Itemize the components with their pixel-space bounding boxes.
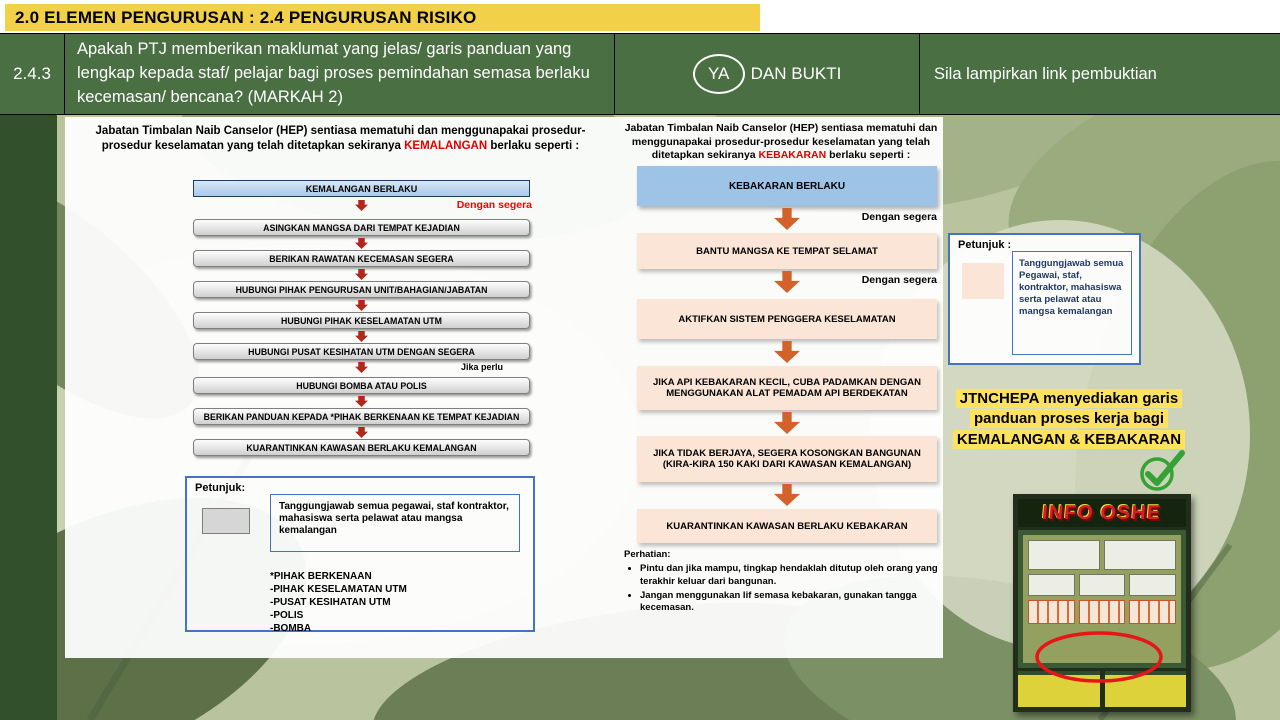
arrow-down-icon [355,362,368,373]
flow-step: JIKA API KEBAKARAN KECIL, CUBA PADAMKAN … [637,366,937,410]
arrow-down-icon [355,269,368,280]
legend-swatch [202,508,250,534]
caution-list: Pintu dan jika mampu, tingkap hendaklah … [640,563,946,614]
legend-title: Petunjuk : [958,239,1012,251]
notice-card [1104,540,1176,570]
legend-note: *PIHAK BERKENAAN [270,571,372,582]
accident-intro: Jabatan Timbalan Naib Canselor (HEP) sen… [88,124,593,154]
jtnchepa-callout: JTNCHEPA menyediakan garis panduan prose… [952,389,1186,450]
legend-note: -BOMBA [270,623,312,634]
legend-notes: *PIHAK BERKENAAN -PIHAK KESELAMATAN UTM … [270,570,407,635]
notice-card-row [1028,574,1177,596]
accident-intro-keyword: KEMALANGAN [404,139,488,152]
title-bar: 2.0 ELEMEN PENGURUSAN : 2.4 PENGURUSAN R… [5,4,760,31]
flow-step: HUBUNGI PIHAK PENGURUSAN UNIT/BAHAGIAN/J… [193,281,530,298]
accident-legend-box: Petunjuk: Tanggungjawab semua pegawai, s… [185,476,535,635]
legend-text-box: Tanggungjawab semua Pegawai, staf, kontr… [1012,251,1132,355]
arrow-down-icon [355,396,368,407]
flow-step: KUARANTINKAN KAWASAN BERLAKU KEBAKARAN [637,509,937,543]
arrow-down-icon [355,200,368,211]
notice-card [1078,574,1126,596]
caution-item: Jangan menggunakan lif semasa kebakaran,… [640,590,946,615]
flow-step: JIKA TIDAK BERJAYA, SEGERA KOSONGKAN BAN… [637,436,937,482]
photo-caption: INFO OSHE [1041,501,1163,524]
flow-step: HUBUNGI PUSAT KESIHATAN UTM DENGAN SEGER… [193,343,530,360]
question-header-row: 2.4.3 Apakah PTJ memberikan maklumat yan… [0,33,1280,115]
fire-intro-prefix: Jabatan Timbalan Naib Canselor (HEP) sen… [624,122,938,162]
accident-start-box: KEMALANGAN BERLAKU [193,180,530,197]
evidence-cell: Sila lampirkan link pembuktian [920,34,1280,114]
legend-title: Petunjuk: [195,482,246,494]
arrow-down-icon [355,331,368,342]
flow-step: ASINGKAN MANGSA DARI TEMPAT KEJADIAN [193,219,530,236]
notice-card [1028,600,1075,624]
left-green-strip [0,115,57,720]
info-oshe-photo: INFO OSHE [1013,494,1191,712]
arrow-down-icon [355,427,368,438]
accident-intro-prefix: Jabatan Timbalan Naib Canselor (HEP) sen… [95,125,586,152]
legend-swatch [962,263,1004,299]
photo-header: INFO OSHE [1018,499,1186,527]
flow-step: HUBUNGI PIHAK KESELAMATAN UTM [193,312,530,329]
notice-card-row [1028,540,1176,570]
item-code-cell: 2.4.3 [0,34,65,114]
label-dengan-segera: Dengan segera [456,199,532,211]
flow-step: BERIKAN RAWATAN KECEMASAN SEGERA [193,250,530,267]
question-cell: Apakah PTJ memberikan maklumat yang jela… [65,34,615,114]
flow-step: AKTIFKAN SISTEM PENGGERA KESELAMATAN [637,299,937,339]
fire-intro-keyword: KEBAKARAN [758,149,827,162]
fire-legend-box: Petunjuk : Tanggungjawab semua Pegawai, … [948,233,1141,365]
fire-intro-suffix: berlaku seperti : [826,149,911,162]
notice-card [1028,574,1075,596]
label-dengan-segera: Dengan segera [861,211,937,223]
answer-circled: YA [692,54,745,94]
caution-item: Pintu dan jika mampu, tingkap hendaklah … [640,563,946,588]
flow-step: KUARANTINKAN KAWASAN BERLAKU KEMALANGAN [193,439,530,456]
legend-note: -POLIS [270,610,304,621]
page-title: 2.0 ELEMEN PENGURUSAN : 2.4 PENGURUSAN R… [15,7,477,27]
flow-step: HUBUNGI BOMBA ATAU POLIS [193,377,530,394]
notice-card [1129,574,1177,596]
arrow-down-icon [355,238,368,249]
callout-text: JTNCHEPA menyediakan garis panduan prose… [952,389,1186,449]
notice-card-row [1028,600,1177,624]
legend-text-box: Tanggungjawab semua pegawai, staf kontra… [270,494,520,552]
fire-intro: Jabatan Timbalan Naib Canselor (HEP) sen… [622,122,940,163]
legend-note: -PUSAT KESIHATAN UTM [270,597,391,608]
answer-rest: DAN BUKTI [750,64,842,83]
notice-card [1129,600,1177,624]
caution-note: Perhatian: Pintu dan jika mampu, tingkap… [624,549,946,617]
caution-title: Perhatian: [624,549,671,560]
notice-card [1028,540,1100,570]
flow-step: BANTU MANGSA KE TEMPAT SELAMAT [637,233,937,269]
checkmark-icon [1140,450,1185,491]
accident-intro-suffix: berlaku seperti : [487,139,580,152]
notice-card [1078,600,1126,624]
flow-step: BERIKAN PANDUAN KEPADA *PIHAK BERKENAAN … [193,408,530,425]
label-jika-perlu: Jika perlu [460,362,504,372]
answer-cell: YA DAN BUKTI [615,34,920,114]
evidence-text: Sila lampirkan link pembuktian [934,64,1157,83]
arrow-down-icon [355,300,368,311]
item-code: 2.4.3 [13,64,51,83]
label-dengan-segera: Dengan segera [861,274,937,286]
red-circle-annotation [1035,631,1163,683]
legend-note: -PIHAK KESELAMATAN UTM [270,584,407,595]
question-text: Apakah PTJ memberikan maklumat yang jela… [77,40,590,106]
fire-start-box: KEBAKARAN BERLAKU [637,166,937,206]
